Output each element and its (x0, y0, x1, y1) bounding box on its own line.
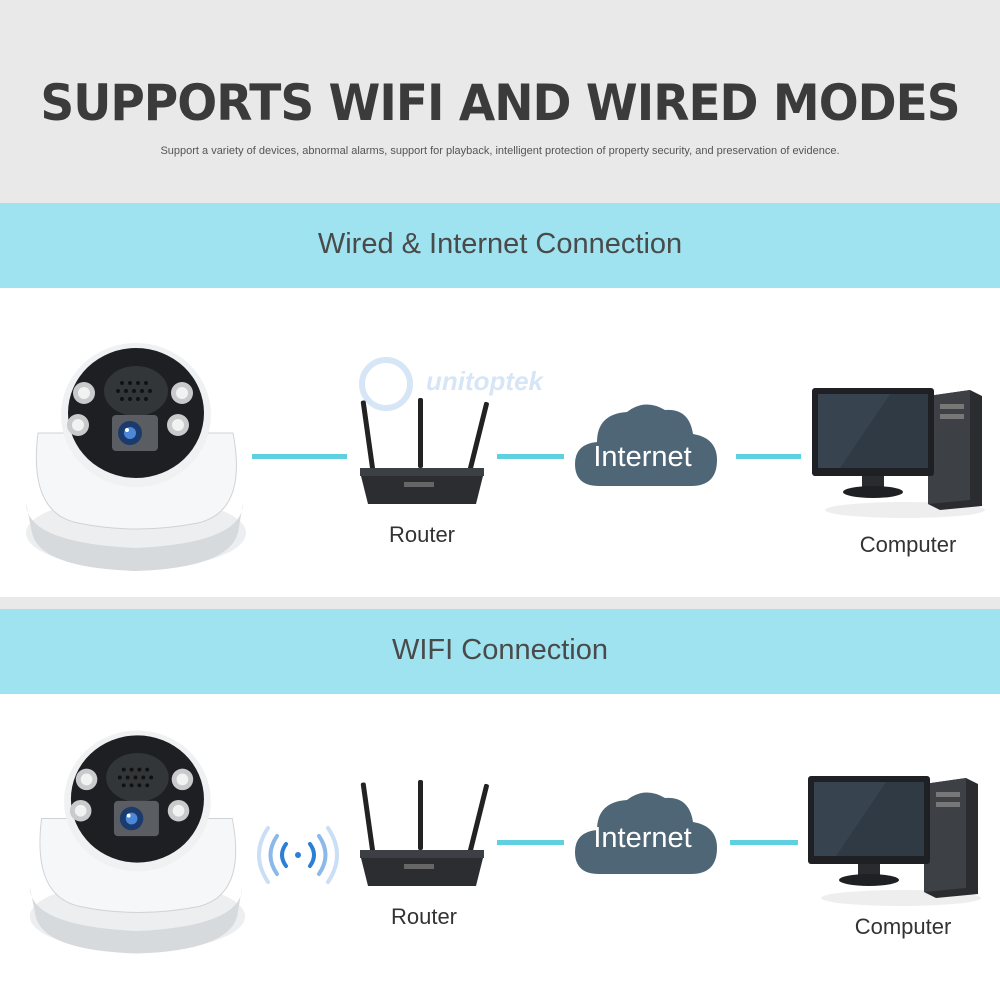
svg-text:unitoptek: unitoptek (426, 366, 545, 396)
page-title: SUPPORTS WIFI AND WIRED MODES (40, 74, 960, 133)
connection-line (736, 454, 801, 459)
dome-camera-icon (22, 728, 247, 963)
wifi-signal-icon (256, 822, 340, 893)
cloud-label: Internet (593, 441, 692, 473)
router-label: Router (388, 522, 456, 547)
connection-line (252, 454, 347, 459)
header: SUPPORTS WIFI AND WIRED MODES Support a … (0, 0, 1000, 203)
connection-line (497, 454, 564, 459)
dome-camera-icon (18, 343, 248, 578)
wifi-diagram: Router Internet Computer (0, 694, 1000, 1000)
router-icon (352, 780, 492, 905)
cloud-icon (571, 398, 721, 493)
wired-diagram: unitoptek (0, 288, 1000, 597)
cloud-label: Internet (593, 822, 692, 854)
section-divider (0, 597, 1000, 609)
section-heading-band-wired: Wired & Internet Connection (0, 203, 1000, 288)
computer-icon (806, 770, 981, 915)
computer-icon (810, 382, 985, 527)
cloud-icon (571, 786, 721, 881)
router-label: Router (390, 904, 458, 929)
watermark-logo: unitoptek (358, 356, 598, 417)
section-heading-wired: Wired & Internet Connection (317, 228, 683, 260)
computer-label: Computer (854, 914, 952, 939)
connection-line (730, 840, 798, 845)
section-heading-wifi: WIFI Connection (392, 634, 608, 666)
page-subtitle: Support a variety of devices, abnormal a… (160, 145, 840, 157)
connection-line (497, 840, 564, 845)
computer-label: Computer (859, 532, 957, 557)
section-heading-band-wifi: WIFI Connection (0, 609, 1000, 694)
router-icon (352, 398, 492, 523)
